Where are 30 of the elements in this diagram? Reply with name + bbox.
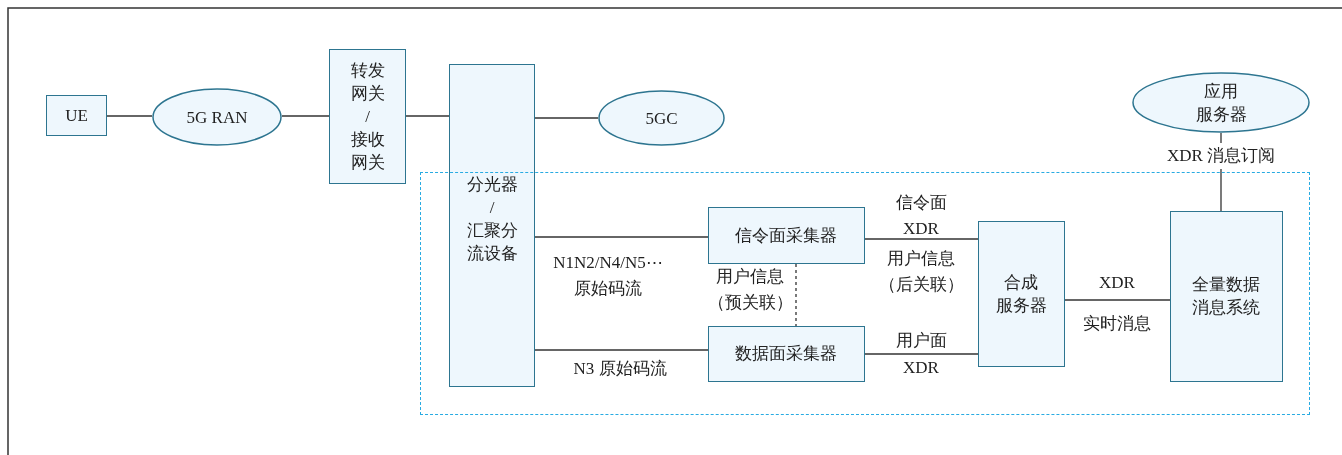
connector-line: [106, 115, 153, 117]
connector-line: [281, 115, 330, 117]
node-text: 5G RAN: [186, 106, 248, 129]
edge-label: XDR: [1099, 272, 1135, 294]
annotation-text: 实时消息: [1083, 313, 1151, 335]
connector-line: [534, 236, 709, 238]
node-text: 5GC: [645, 107, 678, 130]
connector-line: [864, 353, 979, 355]
process-box: UE: [46, 95, 107, 136]
connector-line: [1064, 299, 1171, 301]
process-box: 全量数据消息系统: [1169, 210, 1283, 382]
process-box: 数据面采集器: [707, 325, 865, 382]
connector-line: [534, 349, 709, 351]
annotation-text: XDR: [903, 357, 939, 379]
edge-label: 用户面: [895, 330, 947, 352]
edge-label: N3 原始码流: [573, 358, 667, 380]
dashed-connector: [795, 263, 797, 327]
connector-line: [534, 117, 599, 119]
node-text: 应用服务器: [1195, 80, 1247, 126]
process-box: 转发网关/接收网关: [329, 49, 406, 184]
process-box: 信令面采集器: [707, 206, 865, 264]
edge-label: N1N2/N4/N5⋯ 原始码流: [553, 252, 663, 300]
edge-label: 信令面 XDR: [895, 192, 947, 240]
process-box: 分光器/汇聚分流设备: [449, 64, 535, 387]
edge-label: 用户信息（预关联）: [707, 266, 793, 314]
connector-line: [864, 238, 979, 240]
dashed-group-frame: [420, 172, 1310, 415]
process-box: 合成服务器: [977, 220, 1065, 367]
annotation-text: 用户信息（后关联）: [878, 248, 964, 296]
connector-line: [405, 115, 450, 117]
